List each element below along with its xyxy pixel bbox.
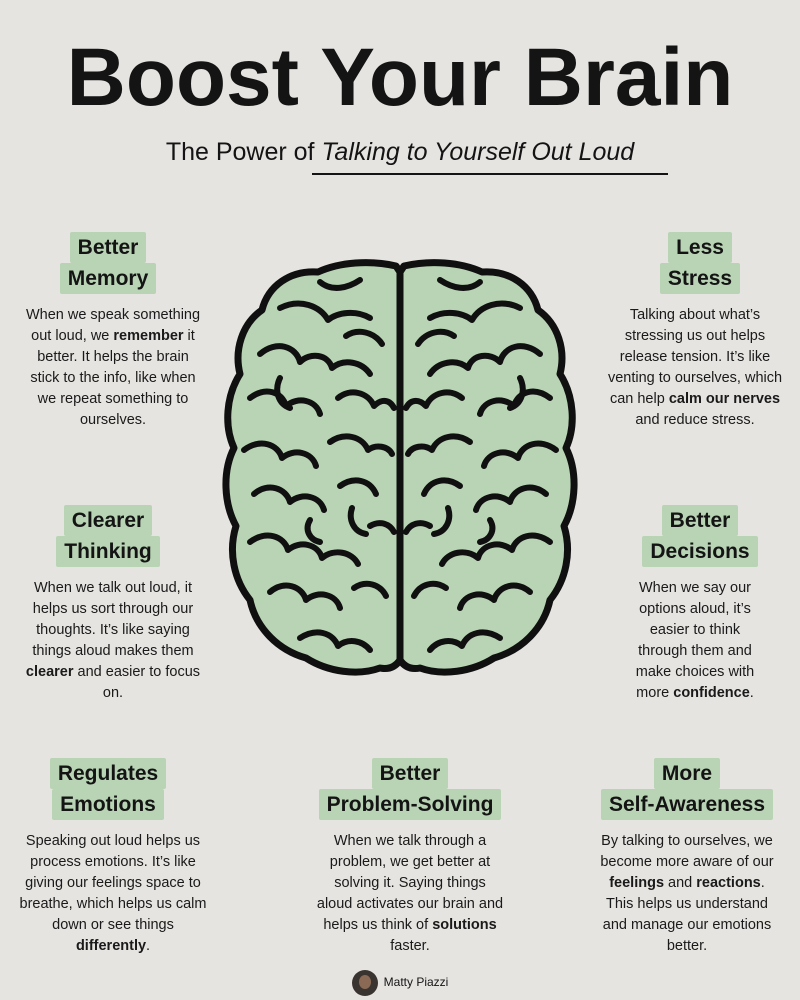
benefit-self-awareness: More Self-Awareness By talking to oursel… xyxy=(572,758,800,957)
heading-line-2: Emotions xyxy=(52,789,164,820)
benefit-emotions: Regulates Emotions Speaking out loud hel… xyxy=(0,758,223,957)
brain-illustration xyxy=(222,259,578,676)
benefit-description: When we speak something out loud, we rem… xyxy=(25,307,201,428)
avatar xyxy=(351,969,378,996)
subtitle-underline xyxy=(312,173,668,175)
heading-line-1: Less xyxy=(668,232,732,263)
benefit-description: By talking to ourselves, we become more … xyxy=(600,833,774,954)
keyword: differently xyxy=(75,938,147,954)
heading-line-2: Memory xyxy=(59,263,157,294)
heading-line-1: Regulates xyxy=(49,758,167,789)
subtitle: The Power of Talking to Yourself Out Lou… xyxy=(0,135,800,169)
footer: Matty Piazzi xyxy=(0,968,800,996)
keyword: solutions xyxy=(432,917,497,933)
benefit-heading: Better Memory xyxy=(59,232,157,294)
benefit-decisions: Better Decisions When we say our options… xyxy=(585,505,800,704)
heading-line-1: Clearer xyxy=(63,505,153,536)
keyword: remember xyxy=(113,328,184,344)
benefit-memory: Better Memory When we speak something ou… xyxy=(0,232,223,431)
keyword: clearer xyxy=(25,664,74,680)
benefit-thinking: Clearer Thinking When we talk out loud, … xyxy=(0,505,223,704)
keyword: feelings xyxy=(609,875,665,891)
subtitle-prefix: The Power of xyxy=(165,138,322,166)
benefit-heading: Better Problem-Solving xyxy=(318,758,502,820)
heading-line-2: Stress xyxy=(659,263,741,294)
page-title: Boost Your Brain xyxy=(66,32,734,123)
keyword: calm our nerves xyxy=(668,391,781,407)
heading-line-1: Better xyxy=(69,232,147,263)
benefit-description: When we say our options aloud, it’s easi… xyxy=(635,580,755,701)
benefit-heading: Regulates Emotions xyxy=(49,758,167,820)
heading-line-2: Decisions xyxy=(642,536,758,567)
benefit-description: Talking about what’s stressing us out he… xyxy=(607,307,783,428)
benefit-description: When we talk through a problem, we get b… xyxy=(316,833,504,954)
heading-line-1: Better xyxy=(661,505,739,536)
benefit-heading: More Self-Awareness xyxy=(600,758,774,820)
subtitle-emphasis: Talking to Yourself Out Loud xyxy=(321,138,635,166)
benefit-description: Speaking out loud helps us process emoti… xyxy=(19,833,207,954)
benefit-problem-solving: Better Problem-Solving When we talk thro… xyxy=(295,758,525,957)
brain-right-hemisphere xyxy=(396,259,578,676)
heading-line-2: Thinking xyxy=(56,536,160,567)
heading-line-2: Problem-Solving xyxy=(318,789,502,820)
heading-line-1: More xyxy=(653,758,721,789)
author-name: Matty Piazzi xyxy=(383,975,449,989)
benefit-stress: Less Stress Talking about what’s stressi… xyxy=(585,232,800,431)
benefit-heading: Less Stress xyxy=(659,232,741,294)
benefit-description: When we talk out loud, it helps us sort … xyxy=(25,580,201,701)
benefit-heading: Clearer Thinking xyxy=(56,505,160,567)
heading-line-2: Self-Awareness xyxy=(600,789,774,820)
benefit-heading: Better Decisions xyxy=(642,505,758,567)
heading-line-1: Better xyxy=(371,758,449,789)
keyword: confidence xyxy=(673,685,750,701)
keyword: reactions xyxy=(696,875,761,891)
brain-left-hemisphere xyxy=(222,259,404,676)
